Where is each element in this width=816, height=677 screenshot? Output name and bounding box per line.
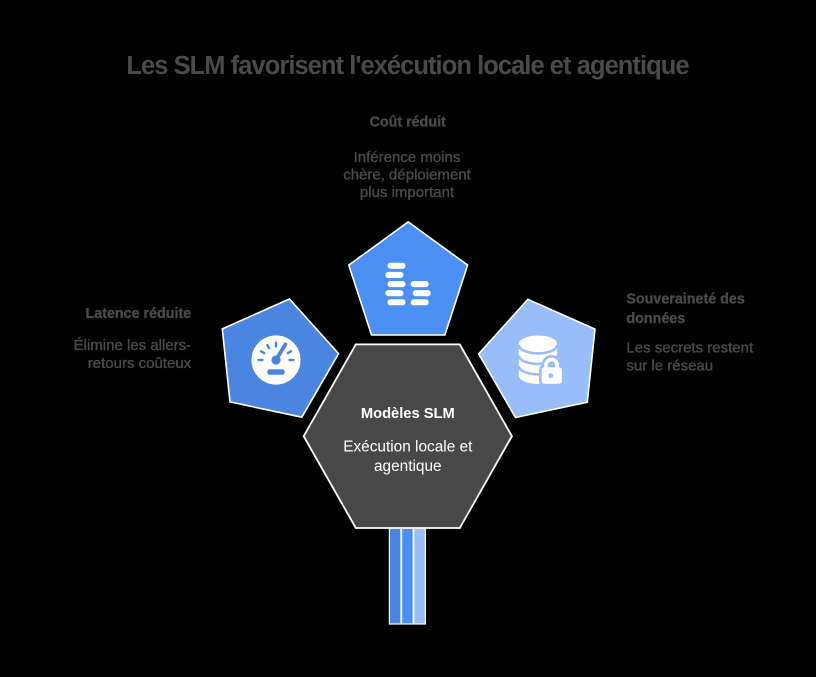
svg-text:Les SLM favorisent l'exécution: Les SLM favorisent l'exécution locale et… bbox=[126, 52, 689, 80]
svg-text:Inférence moins: Inférence moins bbox=[354, 149, 461, 166]
svg-text:Exécution locale et: Exécution locale et bbox=[343, 439, 473, 456]
svg-text:Latence réduite: Latence réduite bbox=[86, 306, 192, 322]
svg-text:Coût réduit: Coût réduit bbox=[370, 115, 446, 131]
svg-text:chère, déploiement: chère, déploiement bbox=[343, 167, 471, 184]
svg-text:plus important: plus important bbox=[360, 184, 455, 201]
svg-text:retours coûteux: retours coûteux bbox=[88, 355, 192, 372]
svg-text:données: données bbox=[626, 311, 685, 327]
svg-text:Souveraineté des: Souveraineté des bbox=[626, 291, 744, 307]
svg-text:sur le réseau: sur le réseau bbox=[626, 358, 713, 375]
svg-text:agentique: agentique bbox=[374, 458, 442, 475]
svg-text:Les secrets restent: Les secrets restent bbox=[626, 339, 754, 356]
svg-text:Élimine les allers-: Élimine les allers- bbox=[74, 337, 192, 354]
svg-text:Modèles SLM: Modèles SLM bbox=[361, 406, 455, 422]
